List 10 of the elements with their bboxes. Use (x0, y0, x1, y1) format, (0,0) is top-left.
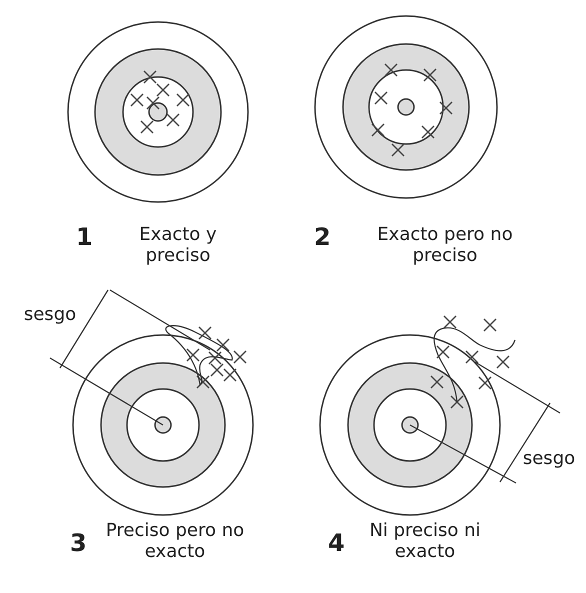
panel-caption: Ni preciso ni exacto (368, 520, 482, 562)
panel-caption: Preciso pero no exacto (104, 520, 246, 562)
panel-number: 4 (328, 533, 346, 554)
panel-number: 2 (314, 227, 332, 248)
panel-caption: Exacto y preciso (138, 224, 218, 266)
bias-label: sesgo (22, 304, 78, 325)
bias-label: sesgo (522, 448, 576, 469)
panel-caption: Exacto pero no preciso (376, 224, 514, 266)
panel-number: 3 (70, 533, 88, 554)
panel-number: 1 (76, 227, 94, 248)
